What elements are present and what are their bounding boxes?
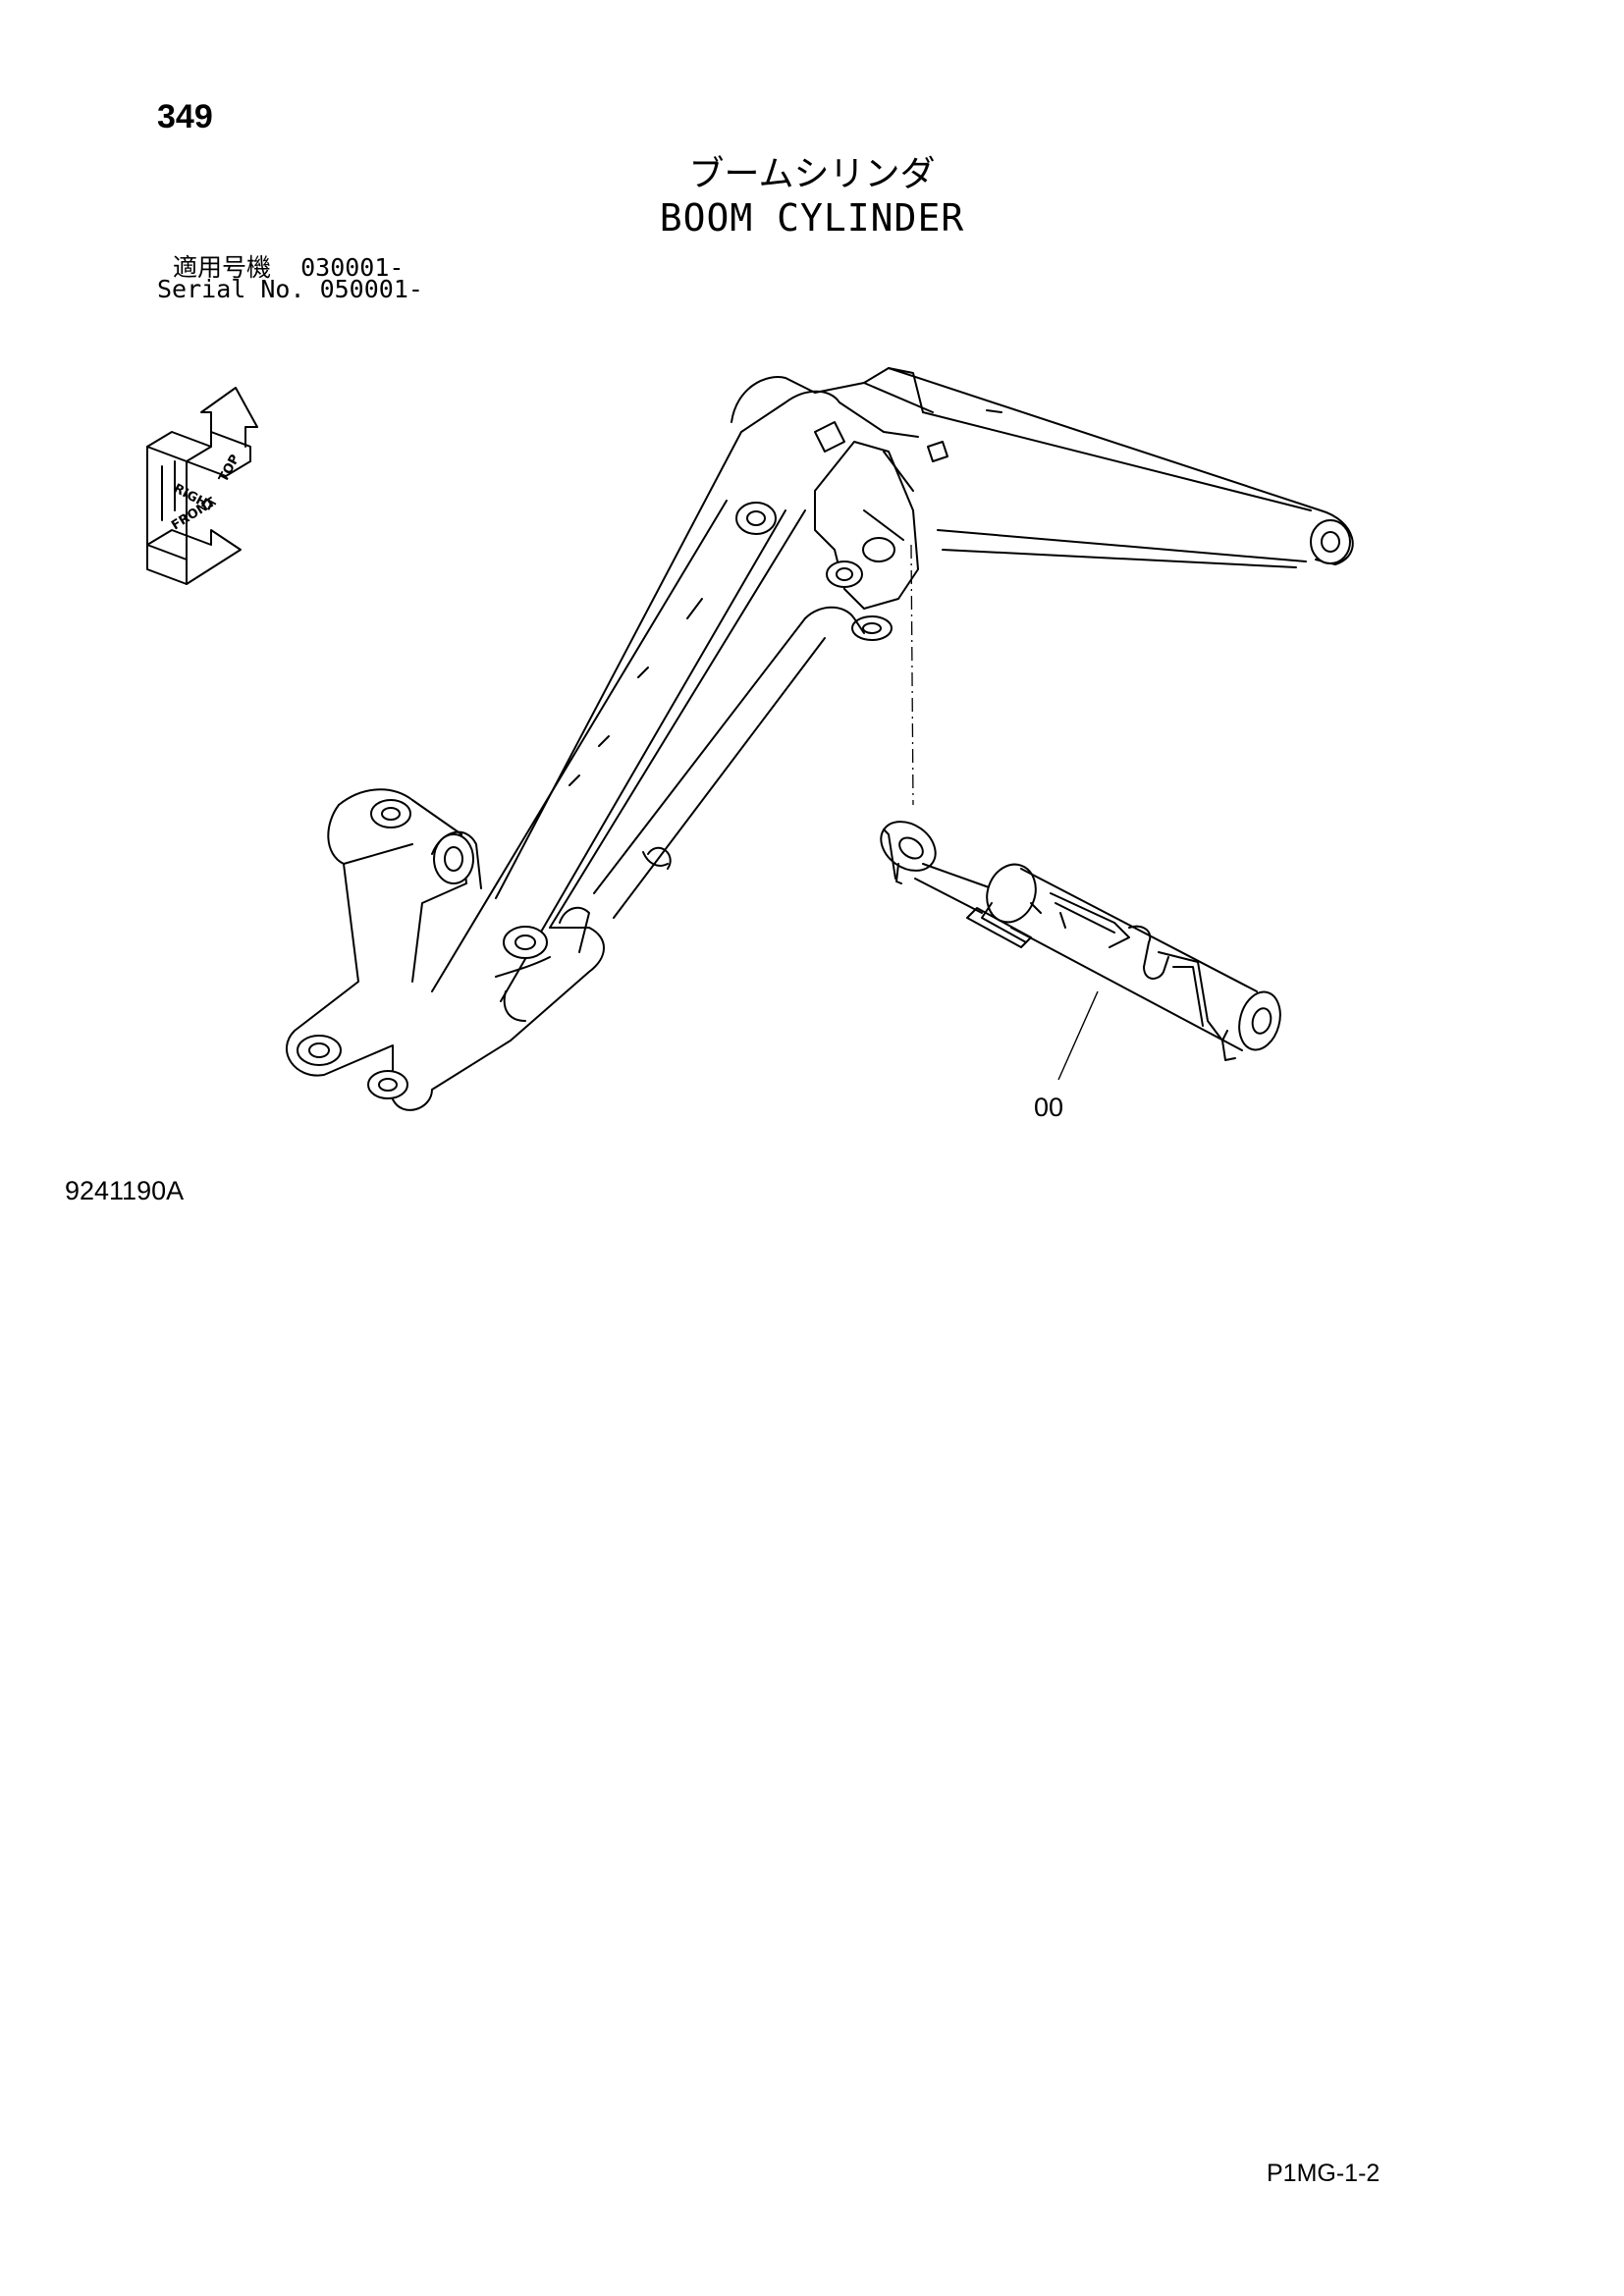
assembly-reference-line <box>910 544 914 806</box>
boom-cylinder-part <box>880 821 1281 1061</box>
callout-label-00: 00 <box>1034 1093 1064 1122</box>
page-title-japanese: ブームシリンダ <box>688 154 936 194</box>
orientation-indicator-icon: TOP RIGHT FRONT <box>146 387 258 585</box>
callout-leader-line <box>1057 990 1099 1081</box>
applicable-serial-japanese: 適用号機 030001- <box>173 253 405 282</box>
drawing-number: 9241190A <box>65 1176 185 1205</box>
sheet-code: P1MG-1-2 <box>1267 2160 1380 2187</box>
boom-assembly-drawing <box>285 367 1354 1111</box>
page-title: BOOM CYLINDER <box>659 196 965 240</box>
applicable-serial-number: Serial No. 050001- <box>157 275 423 303</box>
page-number: 349 <box>157 98 213 135</box>
